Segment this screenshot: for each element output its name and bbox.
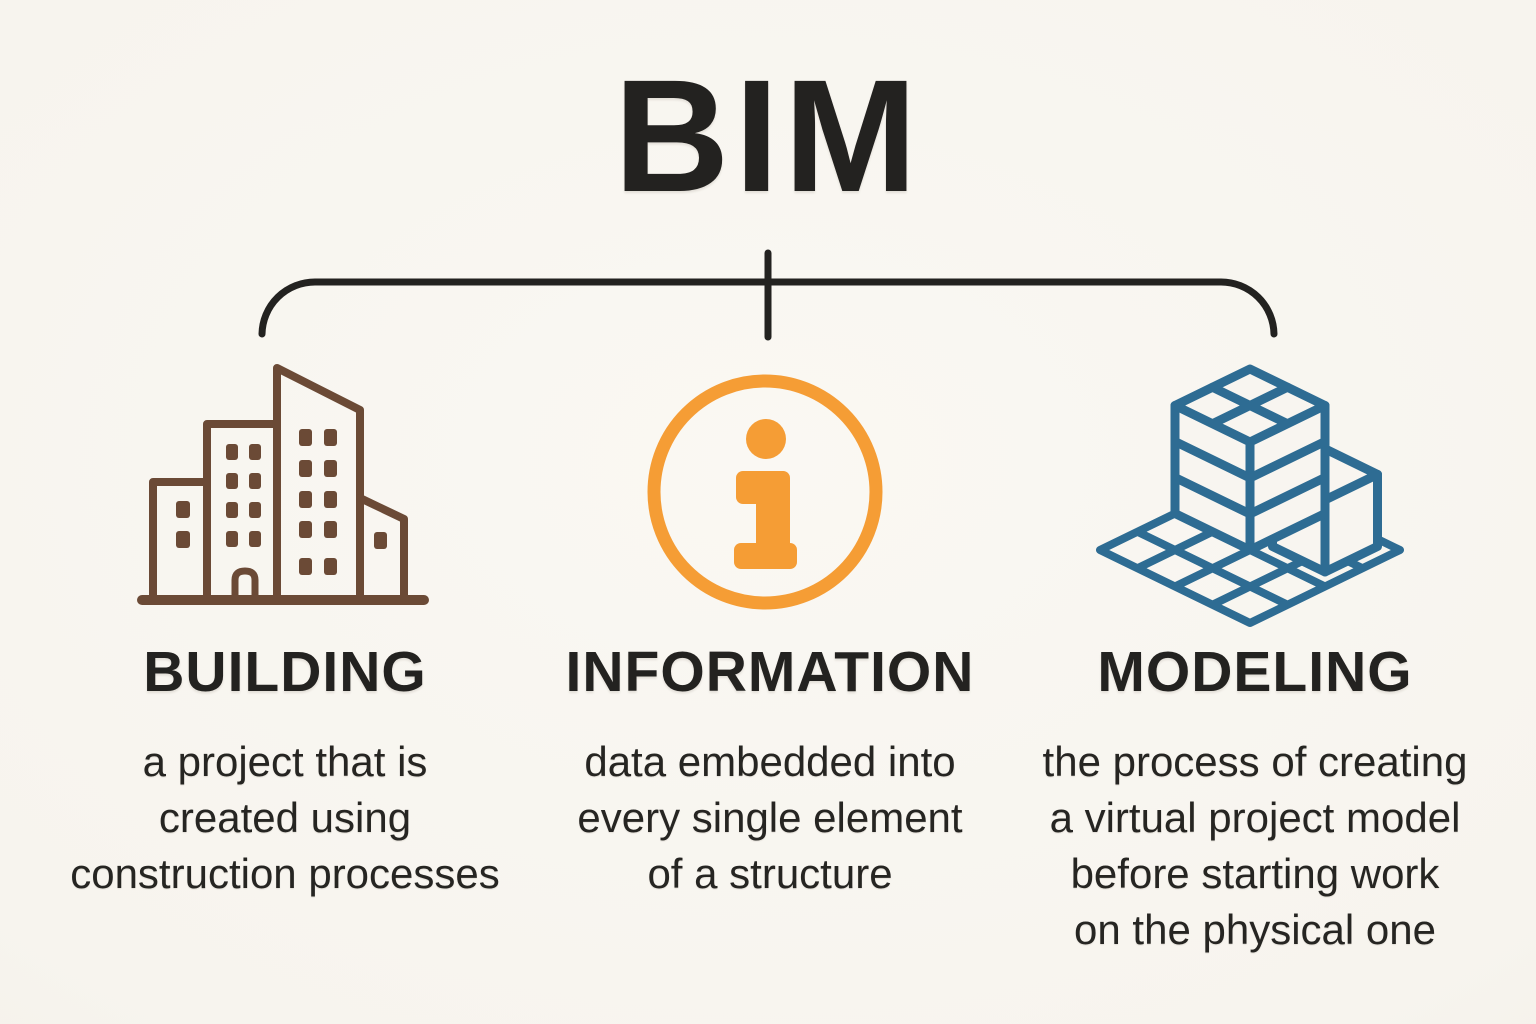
- description-line: the process of creating: [1042, 738, 1468, 785]
- isometric-building-model-icon: [1096, 364, 1404, 627]
- description-line: every single element: [577, 794, 963, 841]
- description-line: construction processes: [70, 850, 500, 897]
- column-heading-information: INFORMATION: [565, 640, 975, 704]
- description-line: of a structure: [647, 850, 893, 897]
- tall-block: [1170, 364, 1330, 555]
- page-title: BIM: [613, 46, 923, 225]
- column-building: BUILDING a project that is created using…: [30, 644, 540, 902]
- column-modeling: MODELING the process of creating a virtu…: [1005, 644, 1505, 958]
- description-line: on the physical one: [1074, 906, 1436, 953]
- column-heading-building: BUILDING: [143, 640, 427, 704]
- description-line: before starting work: [1070, 850, 1440, 897]
- info-circle-icon: [647, 374, 883, 610]
- city-buildings-icon: [137, 364, 429, 605]
- column-information: INFORMATION data embedded into every sin…: [523, 644, 1017, 902]
- description-line: a virtual project model: [1049, 794, 1461, 841]
- column-heading-modeling: MODELING: [1097, 640, 1413, 704]
- description-line: data embedded into: [584, 738, 956, 785]
- description-line: created using: [158, 794, 412, 841]
- bracket-connector: [258, 249, 1278, 341]
- building-windows: [176, 429, 387, 575]
- description-line: a project that is: [142, 738, 428, 785]
